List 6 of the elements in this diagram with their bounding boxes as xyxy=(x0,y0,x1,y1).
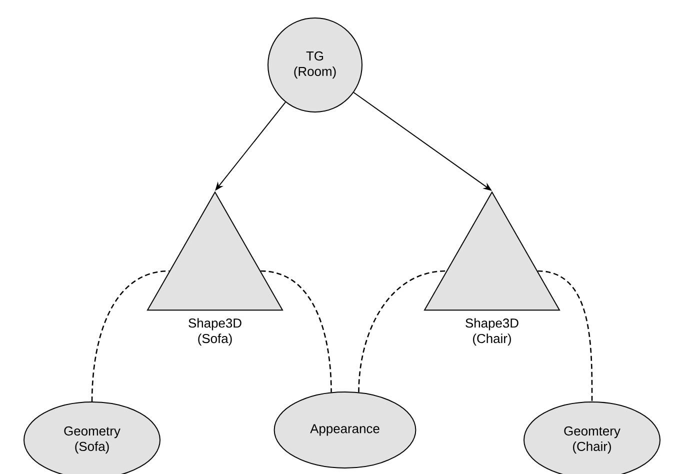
connector-line xyxy=(91,270,170,402)
connector-line xyxy=(358,270,446,392)
connector-line xyxy=(260,270,332,392)
node-label: Shape3D (Sofa) xyxy=(188,318,242,346)
node-label: Shape3D (Chair) xyxy=(466,318,518,346)
connector-line xyxy=(538,270,593,402)
